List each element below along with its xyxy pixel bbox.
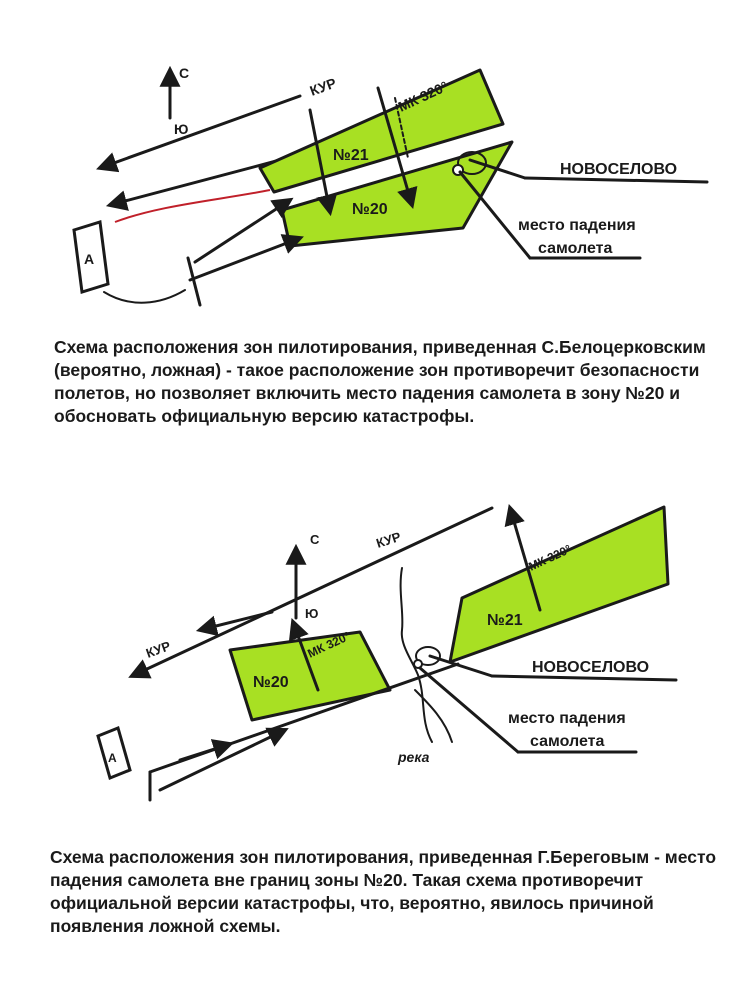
crash-site-label-2b: самолета	[530, 733, 604, 750]
compass-1: С Ю	[159, 65, 189, 137]
caption-1: Схема расположения зон пилотирования, пр…	[54, 337, 706, 426]
crash-site-label-1a: место падения	[518, 217, 636, 234]
zone-20-label-1: №20	[352, 201, 388, 218]
course-label: КУР	[308, 75, 339, 99]
diagram-2: С Ю КУР КУР №20 МК 320° №21 МК 320° река	[96, 503, 678, 802]
airfield-1: А	[72, 220, 110, 294]
crash-site-label-1b: самолета	[538, 240, 612, 257]
caption-2: Схема расположения зон пилотирования, пр…	[50, 847, 717, 936]
village-label-2: НОВОСЕЛОВО	[532, 659, 649, 676]
diagram-1: С Ю КУР №21 МК 320° №20 А	[72, 65, 709, 307]
river-label: река	[397, 749, 430, 765]
village-label-1: НОВОСЕЛОВО	[560, 161, 677, 178]
compass-south-label-2: Ю	[305, 606, 318, 621]
airfield-label-2: А	[108, 751, 117, 765]
compass-south-label: Ю	[174, 121, 188, 137]
zone-20-area-2	[228, 630, 392, 722]
crash-site-label-2a: место падения	[508, 710, 626, 727]
airfield-label-1: А	[84, 251, 94, 267]
zone-21-label-2: №21	[487, 612, 523, 629]
river	[399, 567, 433, 743]
compass-2: С Ю	[285, 532, 320, 621]
compass-north-label: С	[179, 65, 189, 81]
compass-north-label-2: С	[310, 532, 320, 547]
zone-21-label-1: №21	[333, 147, 369, 164]
zone-21-area-2	[448, 505, 670, 664]
airfield-2: А	[96, 725, 132, 781]
course-label-top-2: КУР	[374, 529, 403, 551]
zone-20-label-2: №20	[253, 674, 289, 691]
crash-site-marker-2	[413, 659, 423, 669]
